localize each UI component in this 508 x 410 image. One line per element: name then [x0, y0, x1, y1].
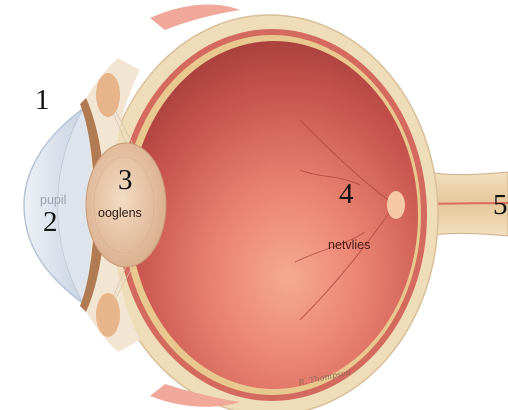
- marker-4: 4: [339, 180, 354, 209]
- marker-1: 1: [35, 86, 50, 115]
- ciliary-body-upper: [96, 73, 120, 117]
- label-pupil: pupil: [40, 194, 66, 207]
- vitreous-body: [130, 41, 418, 389]
- label-lens: ooglens: [98, 207, 142, 220]
- optic-disc: [387, 191, 405, 219]
- marker-5: 5: [493, 191, 508, 220]
- label-retina: netvlies: [328, 239, 370, 252]
- ciliary-body-lower: [96, 293, 120, 337]
- marker-3: 3: [118, 166, 133, 195]
- marker-2: 2: [43, 208, 58, 237]
